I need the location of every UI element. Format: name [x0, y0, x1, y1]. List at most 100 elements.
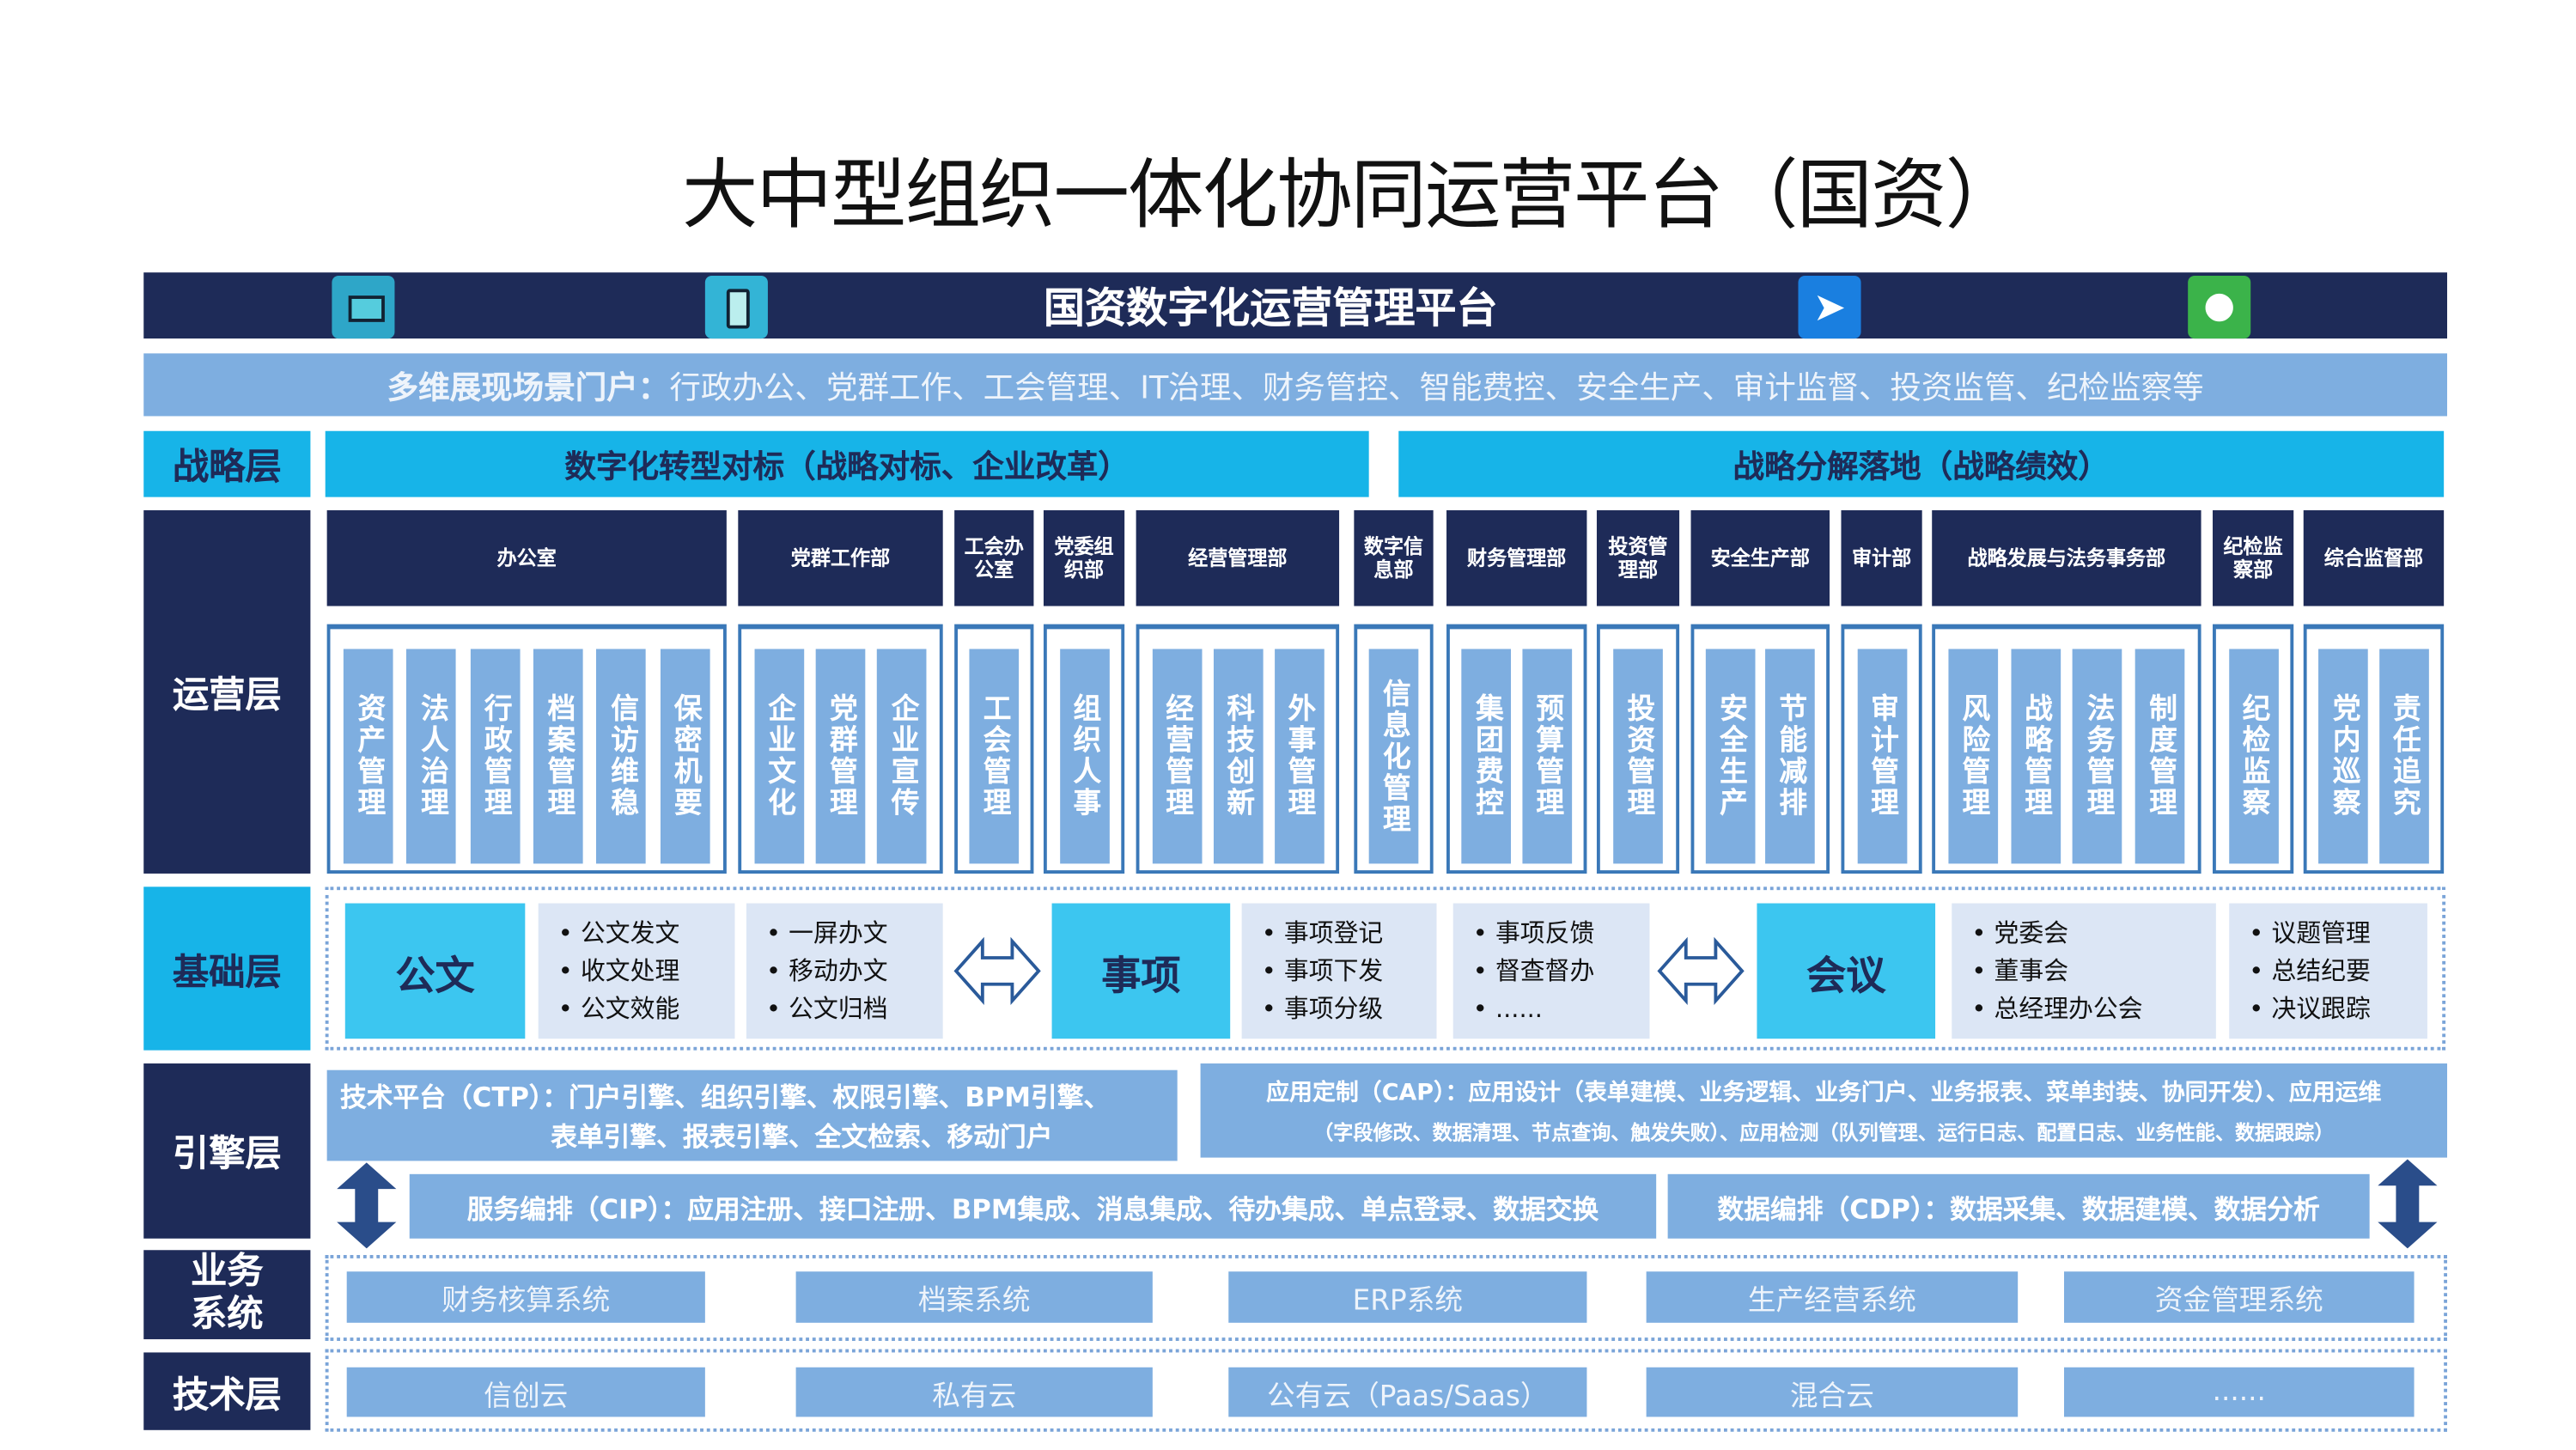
department-header[interactable]: 工会办公室	[954, 510, 1034, 606]
matter-list-1: 事项登记事项下发事项分级	[1241, 903, 1437, 1039]
function-item[interactable]: 法务管理	[2073, 649, 2123, 864]
function-item[interactable]: 风险管理	[1948, 649, 1998, 864]
cip-box: 服务编排（CIP）：应用注册、接口注册、BPM集成、消息集成、待办集成、单点登录…	[409, 1173, 1657, 1239]
business-system[interactable]: 财务核算系统	[346, 1271, 705, 1323]
matter-list-2: 事项反馈督查督办......	[1452, 903, 1650, 1039]
business-system[interactable]: 资金管理系统	[2064, 1271, 2415, 1323]
tablet-icon	[704, 276, 768, 339]
function-item[interactable]: 预算管理	[1521, 649, 1572, 864]
function-item[interactable]: 投资管理	[1613, 649, 1663, 864]
cap-line-2: （字段修改、数据清理、节点查询、触发失败）、应用检测（队列管理、运行日志、配置日…	[1313, 1121, 2335, 1145]
cloud-item[interactable]: ......	[2064, 1367, 2415, 1417]
function-item[interactable]: 工会管理	[969, 649, 1020, 864]
department-functions: 信息化管理	[1354, 624, 1434, 874]
cloud-item[interactable]: 混合云	[1646, 1367, 2019, 1417]
tech-clouds-box	[325, 1349, 2447, 1432]
department-header[interactable]: 数字信息部	[1354, 510, 1434, 606]
ctp-line-2: 表单引擎、报表引擎、全文检索、移动门户	[551, 1121, 1053, 1153]
business-system[interactable]: ERP系统	[1228, 1271, 1587, 1323]
doc-list-1: 公文发文收文处理公文效能	[538, 903, 735, 1039]
list-item: 决议跟踪	[2249, 990, 2427, 1027]
business-system[interactable]: 生产经营系统	[1646, 1271, 2019, 1323]
department-functions: 组织人事	[1043, 624, 1125, 874]
function-item[interactable]: 安全生产	[1705, 649, 1756, 864]
department-functions: 投资管理	[1596, 624, 1680, 874]
vertical-arrow-icon	[2378, 1159, 2438, 1249]
cap-line-1: 应用定制（CAP）：应用设计（表单建模、业务逻辑、业务门户、业务报表、菜单封装、…	[1266, 1080, 2382, 1107]
list-item: 事项分级	[1262, 990, 1437, 1027]
portal-label: 多维展现场景门户：	[387, 369, 670, 405]
cloud-item[interactable]: 信创云	[346, 1367, 705, 1417]
ctp-box: 技术平台（CTP）：门户引擎、组织引擎、权限引擎、BPM引擎、 表单引擎、报表引…	[326, 1069, 1178, 1161]
function-item[interactable]: 档案管理	[533, 649, 583, 864]
department-header[interactable]: 党群工作部	[738, 510, 943, 606]
function-item[interactable]: 战略管理	[2010, 649, 2061, 864]
function-item[interactable]: 行政管理	[470, 649, 521, 864]
list-item: 总经理办公会	[1971, 990, 2216, 1027]
department-header[interactable]: 投资管理部	[1596, 510, 1680, 606]
doc-module[interactable]: 公文	[344, 903, 526, 1039]
department-header[interactable]: 安全生产部	[1690, 510, 1830, 606]
portal-text: 行政办公、党群工作、工会管理、IT治理、财务管控、智能费控、安全生产、审计监督、…	[669, 369, 2204, 405]
function-item[interactable]: 企业宣传	[877, 649, 928, 864]
department-header[interactable]: 审计部	[1841, 510, 1922, 606]
list-item: 移动办文	[766, 952, 943, 990]
matter-module[interactable]: 事项	[1051, 903, 1231, 1039]
function-item[interactable]: 资产管理	[344, 649, 393, 864]
function-item[interactable]: 党群管理	[815, 649, 866, 864]
function-item[interactable]: 集团费控	[1461, 649, 1512, 864]
department-functions: 安全生产节能减排	[1690, 624, 1830, 874]
platform-bar: 国资数字化运营管理平台	[143, 272, 2447, 339]
page-title: 大中型组织一体化协同运营平台（国资）	[681, 149, 2021, 240]
foundation-box	[325, 886, 2446, 1051]
strategy-benchmark: 数字化转型对标（战略对标、企业改革）	[325, 430, 1369, 497]
business-system[interactable]: 档案系统	[795, 1271, 1153, 1323]
department-functions: 党内巡察责任追究	[2303, 624, 2445, 874]
cloud-item[interactable]: 公有云（Paas/Saas）	[1228, 1367, 1587, 1417]
function-item[interactable]: 党内巡察	[2318, 649, 2369, 864]
cdp-box: 数据编排（CDP）：数据采集、数据建模、数据分析	[1667, 1173, 2370, 1239]
function-item[interactable]: 制度管理	[2134, 649, 2185, 864]
cloud-item[interactable]: 私有云	[795, 1367, 1153, 1417]
list-item: 党委会	[1971, 914, 2216, 952]
vertical-arrow-icon	[337, 1162, 397, 1249]
function-item[interactable]: 科技创新	[1213, 649, 1263, 864]
department-header[interactable]: 办公室	[326, 510, 727, 606]
function-item[interactable]: 外事管理	[1274, 649, 1324, 864]
doc-list-2: 一屏办文移动办文公文归档	[746, 903, 943, 1039]
department-header[interactable]: 战略发展与法务事务部	[1932, 510, 2201, 606]
department-functions: 工会管理	[954, 624, 1034, 874]
function-item[interactable]: 组织人事	[1059, 649, 1109, 864]
function-item[interactable]: 责任追究	[2378, 649, 2429, 864]
function-item[interactable]: 节能减排	[1765, 649, 1815, 864]
department-header[interactable]: 纪检监察部	[2213, 510, 2294, 606]
function-item[interactable]: 审计管理	[1856, 649, 1907, 864]
strategy-decomposition: 战略分解落地（战略绩效）	[1398, 430, 2445, 497]
list-item: 公文发文	[558, 914, 735, 952]
list-item: 总结纪要	[2249, 952, 2427, 990]
department-header[interactable]: 财务管理部	[1446, 510, 1587, 606]
layer-operation: 运营层	[143, 510, 311, 874]
department-header[interactable]: 党委组织部	[1043, 510, 1125, 606]
portal-bar: 多维展现场景门户：行政办公、党群工作、工会管理、IT治理、财务管控、智能费控、安…	[143, 353, 2447, 417]
function-item[interactable]: 保密机要	[660, 649, 710, 864]
layer-strategy: 战略层	[143, 430, 311, 497]
function-item[interactable]: 信息化管理	[1368, 649, 1419, 864]
function-item[interactable]: 法人治理	[406, 649, 457, 864]
list-item: 事项下发	[1262, 952, 1437, 990]
layer-business: 业务系统	[143, 1250, 311, 1340]
dingtalk-icon: ➤	[1798, 276, 1861, 339]
list-item: 一屏办文	[766, 914, 943, 952]
list-item: 公文归档	[766, 990, 943, 1027]
laptop-icon	[332, 276, 395, 339]
function-item[interactable]: 经营管理	[1151, 649, 1202, 864]
meeting-module[interactable]: 会议	[1757, 903, 1936, 1039]
department-header[interactable]: 经营管理部	[1136, 510, 1340, 606]
department-functions: 纪检监察	[2213, 624, 2294, 874]
department-header[interactable]: 综合监督部	[2303, 510, 2445, 606]
list-item: ......	[1473, 990, 1650, 1027]
function-item[interactable]: 企业文化	[753, 649, 804, 864]
function-item[interactable]: 信访维稳	[596, 649, 647, 864]
function-item[interactable]: 纪检监察	[2228, 649, 2278, 864]
ctp-line-1: 技术平台（CTP）：门户引擎、组织引擎、权限引擎、BPM引擎、	[340, 1081, 1111, 1113]
